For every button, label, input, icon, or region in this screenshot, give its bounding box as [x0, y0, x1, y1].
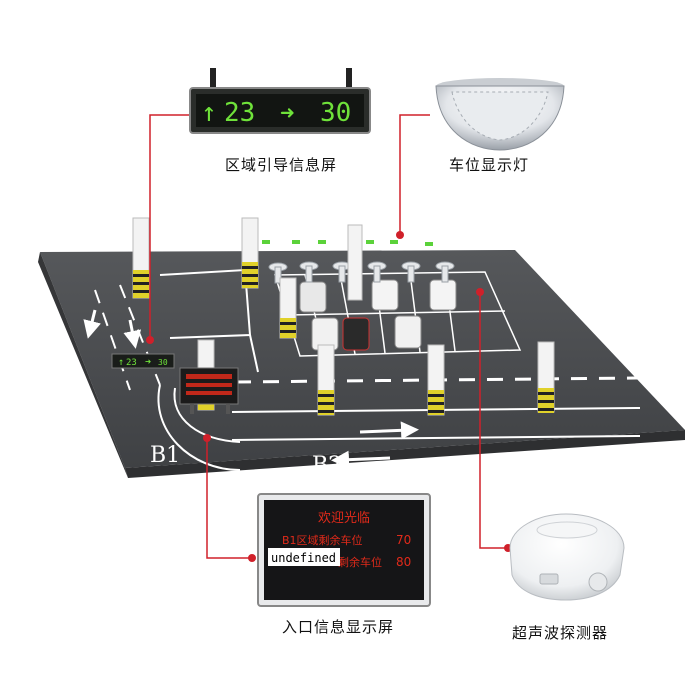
floor-label-b1: B1 [150, 443, 180, 468]
floor-entrance-board [179, 367, 239, 414]
guide-arrow-right-icon: ➜ [280, 99, 294, 127]
entrance-row1-value: 70 [396, 533, 411, 547]
mini-guide-right-value: 30 [158, 358, 168, 367]
ultrasonic-detector-caption: 超声波探测器 [512, 624, 609, 642]
entrance-row2-value: 80 [396, 555, 411, 569]
space-display-light [435, 78, 565, 151]
entrance-screen-caption: 入口信息显示屏 [282, 618, 395, 636]
entrance-row1-label: B1区域剩余车位 [282, 533, 363, 547]
entrance-info-screen: 欢迎光临 B1区域剩余车位 70 剩余车位 80 undefined [257, 493, 431, 607]
bay-detectors [268, 261, 455, 284]
space-light-caption: 车位显示灯 [449, 156, 530, 174]
mini-guide-arrow-right-icon: ➜ [145, 357, 151, 368]
entrance-title: 欢迎光临 [318, 511, 370, 526]
entrance-overlay-tag: undefined [271, 551, 336, 565]
connector-lines [149, 114, 508, 559]
ultrasonic-detector [509, 513, 625, 601]
parking-floor [38, 250, 685, 478]
mini-guide-left-value: 23 [126, 358, 137, 368]
mini-guide-arrow-up-icon: ↑ [118, 357, 124, 368]
area-guidance-screen: ↑ 23 ➜ 30 [189, 68, 371, 134]
guide-screen-caption: 区域引导信息屏 [225, 156, 338, 174]
guide-left-value: 23 [224, 98, 255, 128]
parked-cars [299, 279, 457, 351]
guide-arrow-up-icon: ↑ [201, 98, 217, 128]
pillars [132, 217, 555, 416]
guide-right-value: 30 [320, 98, 351, 128]
floor-label-b2: B2 [312, 453, 342, 478]
space-indicator-lamps [262, 240, 433, 246]
mini-guide-screen: ↑ 23 ➜ 30 [111, 353, 175, 369]
entrance-row2-label: 剩余车位 [338, 555, 382, 569]
